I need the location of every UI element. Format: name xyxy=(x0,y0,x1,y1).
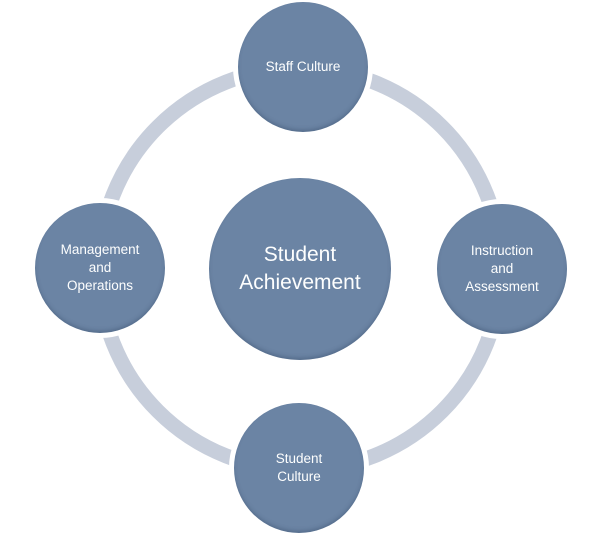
node-student-achievement-label: Student Achievement xyxy=(239,242,361,294)
node-instruction-assessment: Instruction and Assessment xyxy=(432,199,572,339)
node-staff-culture-label: Staff Culture xyxy=(265,59,341,75)
node-management-operations-label: Management and Operations xyxy=(60,242,140,293)
node-staff-culture: Staff Culture xyxy=(233,0,373,137)
node-student-culture-label: Student Culture xyxy=(275,451,323,484)
node-instruction-assessment-label: Instruction and Assessment xyxy=(465,243,539,294)
node-management-operations: Management and Operations xyxy=(30,198,170,338)
node-student-culture: Student Culture xyxy=(229,398,369,538)
node-student-achievement: Student Achievement xyxy=(209,178,391,360)
